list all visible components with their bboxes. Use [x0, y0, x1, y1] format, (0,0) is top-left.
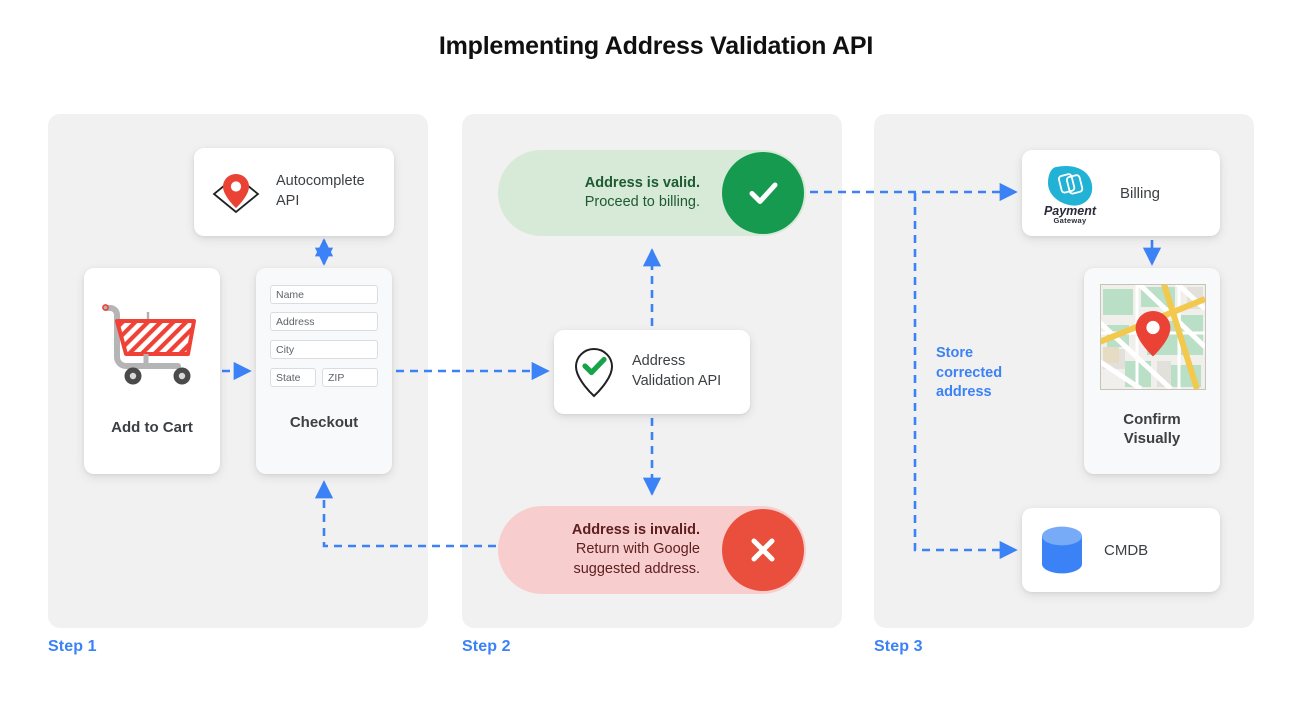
- close-icon: [751, 538, 775, 562]
- map-pin-diamond-icon: [208, 168, 264, 216]
- map-pin-check-icon: [568, 344, 620, 400]
- checkout-card[interactable]: Name Address City State ZIP Checkout: [256, 268, 392, 474]
- check-icon: [749, 182, 778, 204]
- billing-card[interactable]: Payment Gateway Billing: [1022, 150, 1220, 236]
- autocomplete-api-card[interactable]: Autocomplete API: [194, 148, 394, 236]
- store-corrected-address-note: Store corrected address: [936, 345, 1003, 401]
- step-1-label: Step 1: [48, 638, 97, 655]
- check-badge: [722, 152, 804, 234]
- add-to-cart-card[interactable]: Add to Cart: [84, 268, 220, 474]
- city-field[interactable]: City: [270, 340, 378, 359]
- autocomplete-api-label: Autocomplete API: [276, 173, 365, 209]
- billing-label: Billing: [1120, 184, 1161, 202]
- address-field[interactable]: Address: [270, 312, 378, 331]
- payment-gateway-logo: Payment Gateway: [1036, 161, 1106, 225]
- address-valid-text: Address is valid. Proceed to billing.: [584, 174, 700, 210]
- payment-logo-bottom: Gateway: [1054, 216, 1087, 225]
- close-badge: [722, 509, 804, 591]
- connector-store-to-cmdb: [913, 193, 1018, 560]
- database-cylinder-icon: [1036, 523, 1088, 577]
- map-thumbnail-icon: [1100, 284, 1206, 390]
- connector-invalid-to-checkout: [314, 480, 496, 548]
- shopping-cart-icon: [84, 294, 220, 404]
- address-invalid-text: Address is invalid. Return with Google s…: [571, 522, 700, 577]
- add-to-cart-caption: Add to Cart: [111, 419, 193, 436]
- cmdb-label: CMDB: [1104, 541, 1149, 559]
- address-validation-api-card[interactable]: Address Validation API: [554, 330, 750, 414]
- zip-field[interactable]: ZIP: [322, 368, 378, 387]
- confirm-visually-caption: Confirm Visually: [1123, 411, 1181, 448]
- page-title: Implementing Address Validation API: [438, 32, 874, 60]
- address-validation-api-label: Address Validation API: [632, 353, 722, 389]
- name-field[interactable]: Name: [270, 285, 378, 304]
- cmdb-card[interactable]: CMDB: [1022, 508, 1220, 592]
- confirm-visually-card[interactable]: Confirm Visually: [1084, 268, 1220, 474]
- payment-logo-top: Payment: [1044, 204, 1097, 218]
- step-2-label: Step 2: [462, 638, 511, 655]
- address-invalid-pill: Address is invalid. Return with Google s…: [498, 506, 806, 594]
- step-3-label: Step 3: [874, 638, 923, 655]
- checkout-caption: Checkout: [289, 414, 359, 431]
- state-field[interactable]: State: [270, 368, 316, 387]
- address-valid-pill: Address is valid. Proceed to billing.: [498, 150, 806, 236]
